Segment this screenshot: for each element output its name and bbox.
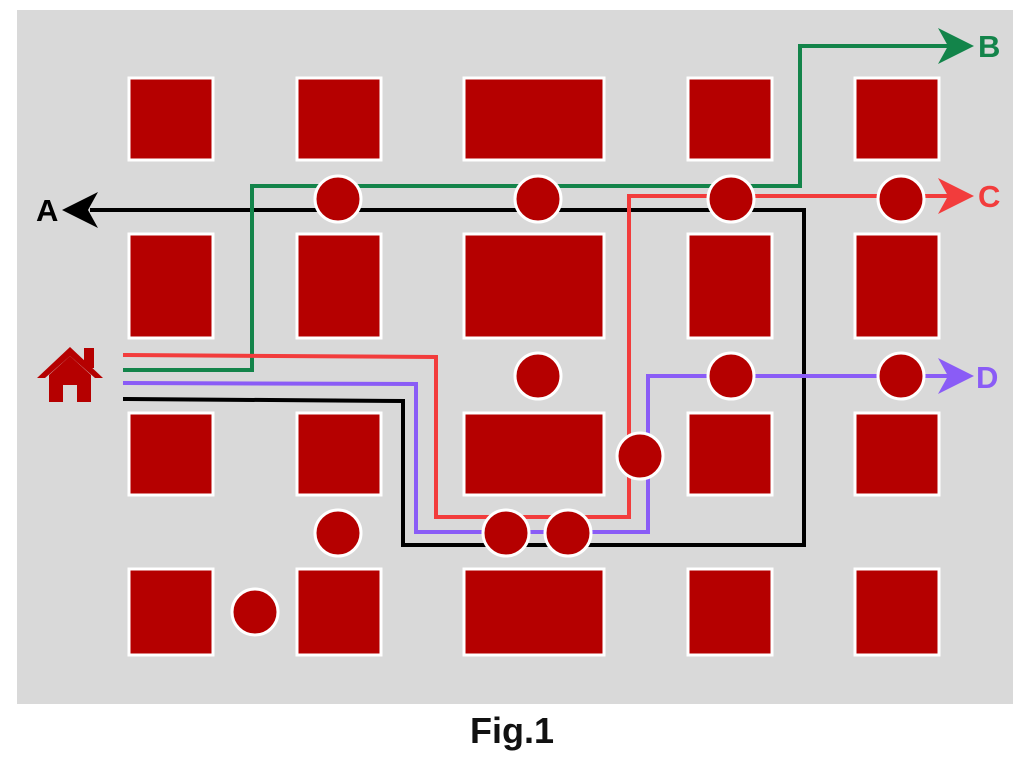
city-block [295,76,383,162]
stop-circle [706,351,756,401]
route-d-arrowhead [938,358,974,394]
route-d-path [122,374,950,534]
city-block [853,76,941,162]
city-block [686,411,774,497]
city-block [462,567,606,657]
city-block [295,411,383,497]
route-a-path [90,208,806,547]
figure-caption: Fig.1 [469,710,554,751]
city-block [127,232,215,340]
stop-circle [230,587,280,637]
stop-circles [230,174,926,637]
stop-circle [481,508,531,558]
stop-circle [615,431,665,481]
stop-circle [313,508,363,558]
house-icon [37,347,103,402]
route-label-d: D [976,360,998,395]
city-block [462,411,606,497]
city-block [686,232,774,340]
route-label-b: B [978,29,1000,64]
route-label-c: C [978,179,1000,214]
city-block [295,567,383,657]
city-block [853,567,941,657]
city-block [295,232,383,340]
city-block [853,411,941,497]
stop-circle [543,508,593,558]
city-blocks [127,76,941,657]
stop-circle [513,174,563,224]
city-block [127,411,215,497]
stop-circle [706,174,756,224]
city-block [462,76,606,162]
route-label-a: A [36,193,58,228]
route-b-arrowhead [938,28,974,64]
route-c-arrowhead [938,178,974,214]
stop-circle [313,174,363,224]
stop-circle [876,351,926,401]
city-block [127,567,215,657]
city-block [686,567,774,657]
city-block [462,232,606,340]
route-c-path [122,194,950,519]
city-block [127,76,215,162]
route-a-arrowhead [62,192,98,228]
city-block [686,76,774,162]
stop-circle [876,174,926,224]
stop-circle [513,351,563,401]
city-block [853,232,941,340]
